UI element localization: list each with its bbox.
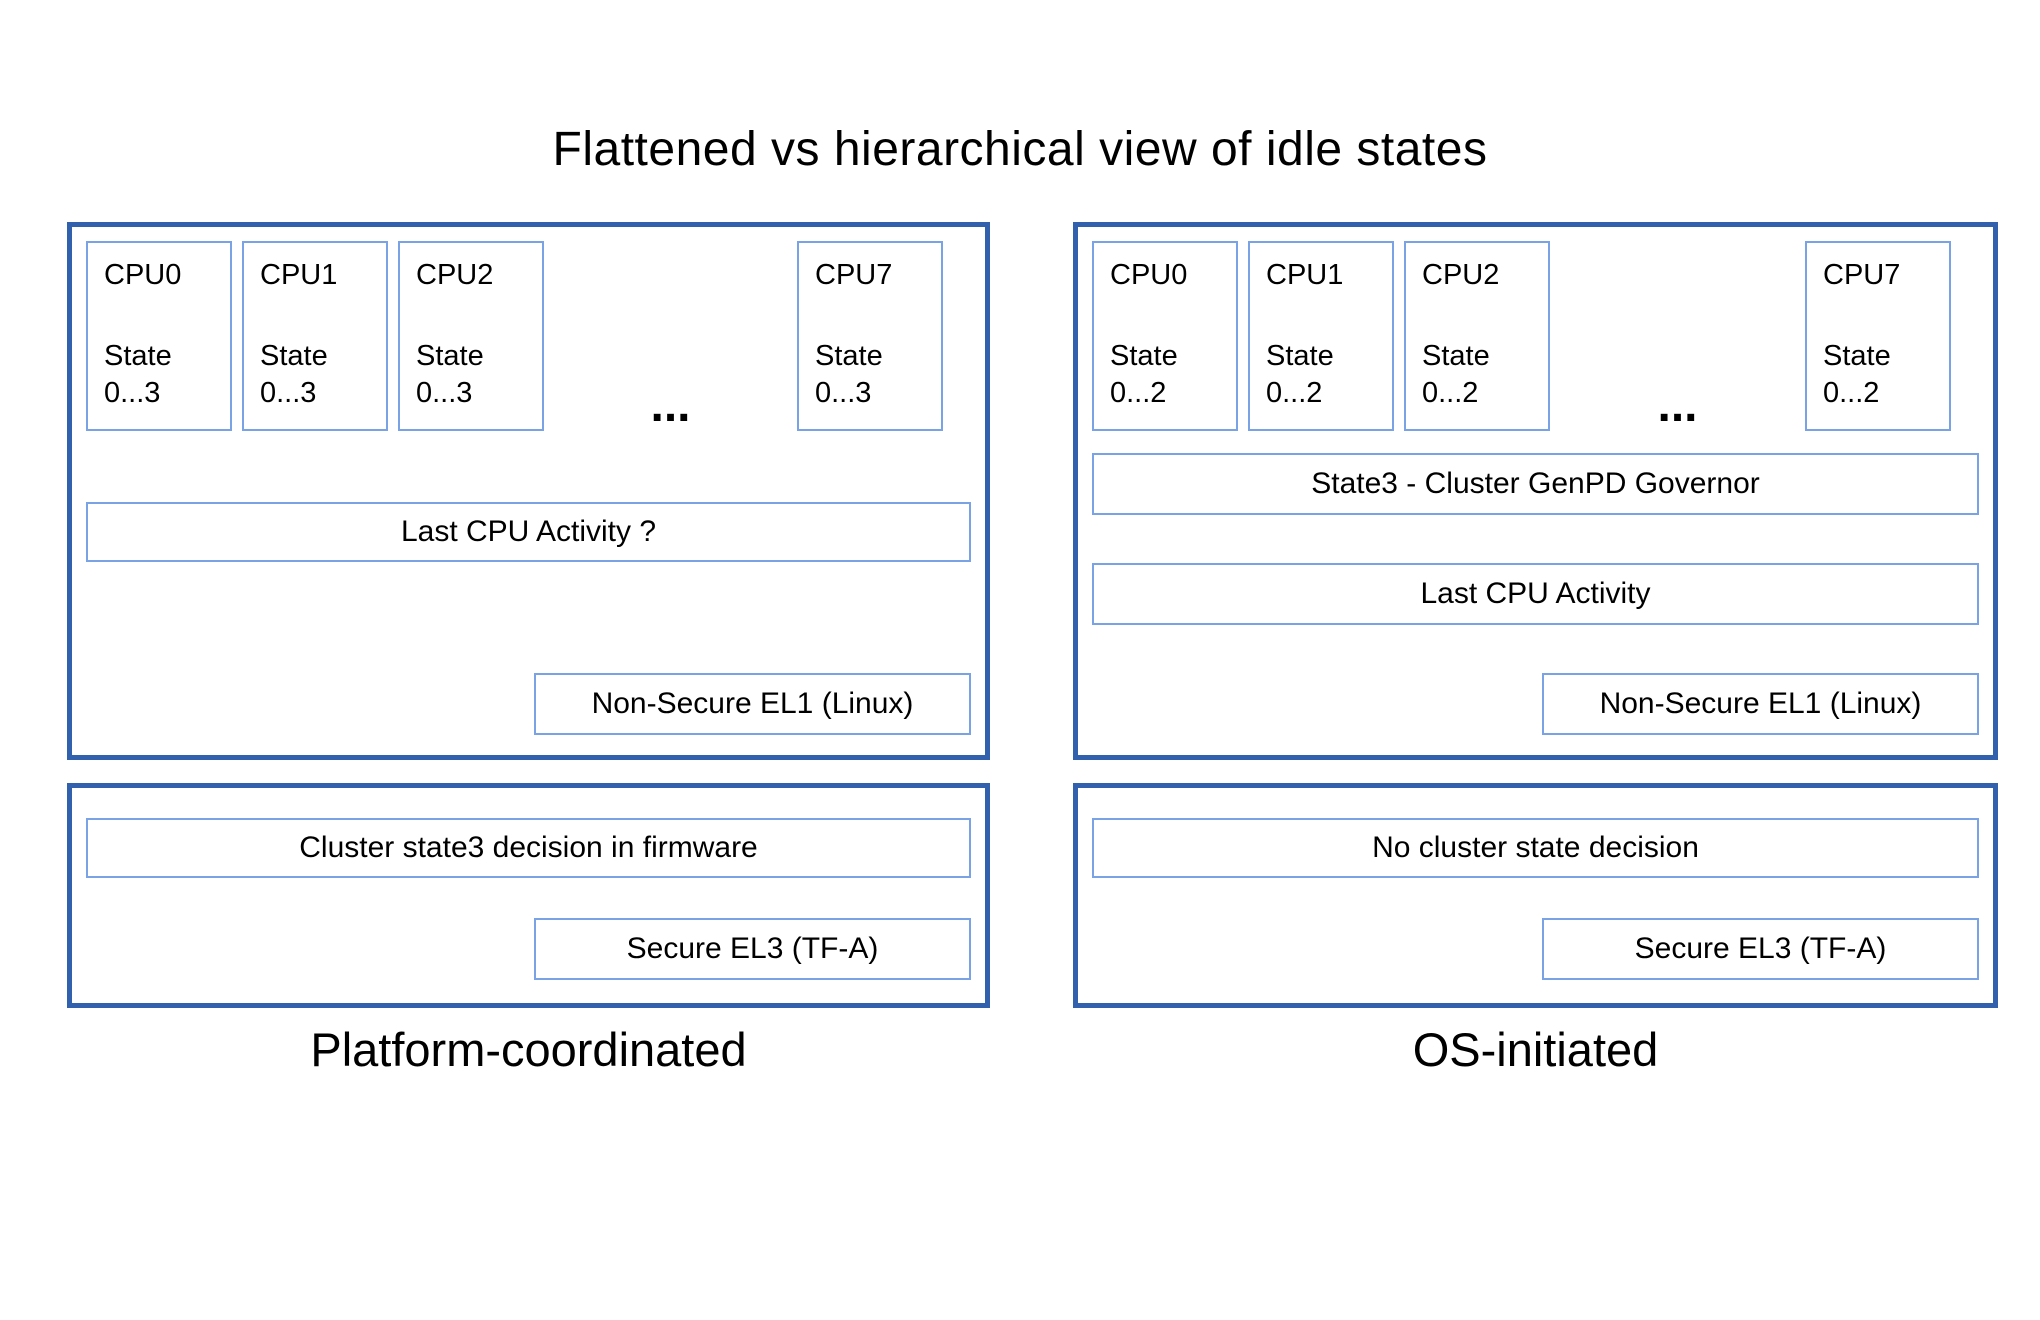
osi-cluster-genpd-governor-box: State3 - Cluster GenPD Governor — [1092, 453, 1979, 515]
cpu-row-spacer — [953, 241, 971, 431]
cpu-state-range: 0...3 — [104, 377, 161, 410]
cpu-name: CPU1 — [260, 259, 338, 291]
osi-cpu0-card: CPU0 State 0...2 — [1092, 241, 1238, 431]
osi-nonsecure-el1-label-box: Non-Secure EL1 (Linux) — [1542, 673, 1979, 735]
cpu-state-label: State — [815, 339, 883, 372]
cpu-state-range: 0...2 — [1110, 377, 1167, 410]
cpu-state: State 0...3 — [104, 338, 214, 413]
cpu-state-label: State — [1422, 339, 1490, 372]
cpu-state-label: State — [1823, 339, 1891, 372]
platform-cpu1-card: CPU1 State 0...3 — [242, 241, 388, 431]
platform-last-cpu-activity-box: Last CPU Activity ? — [86, 502, 971, 562]
cpu-state-label: State — [1110, 339, 1178, 372]
platform-cpu7-card: CPU7 State 0...3 — [797, 241, 943, 431]
osi-secure-el3-panel: No cluster state decision Secure EL3 (TF… — [1073, 783, 1998, 1008]
cpu-state-label: State — [1266, 339, 1334, 372]
platform-cpu0-card: CPU0 State 0...3 — [86, 241, 232, 431]
cpu-name: CPU7 — [1823, 259, 1901, 291]
osi-no-cluster-decision-box: No cluster state decision — [1092, 818, 1979, 878]
osi-secure-el3-label-box: Secure EL3 (TF-A) — [1542, 918, 1979, 980]
cpu-name: CPU2 — [1422, 259, 1500, 291]
cpu-row-ellipsis: ... — [1657, 378, 1698, 432]
cpu-row-ellipsis: ... — [650, 378, 691, 432]
slide-title: Flattened vs hierarchical view of idle s… — [552, 123, 1488, 176]
cpu-state-range: 0...3 — [416, 377, 473, 410]
osi-cpu-row: CPU0 State 0...2 CPU1 State 0...2 CPU2 S… — [1092, 241, 1979, 431]
osi-last-cpu-activity-box: Last CPU Activity — [1092, 563, 1979, 625]
platform-cpu-row: CPU0 State 0...3 CPU1 State 0...3 CPU2 S… — [86, 241, 971, 431]
cpu-name: CPU1 — [1266, 259, 1344, 291]
osi-cpu2-card: CPU2 State 0...2 — [1404, 241, 1550, 431]
cpu-row-spacer — [1961, 241, 1979, 431]
osi-cpu7-card: CPU7 State 0...2 — [1805, 241, 1951, 431]
platform-nonsecure-el1-label-box: Non-Secure EL1 (Linux) — [534, 673, 971, 735]
platform-cluster-decision-box: Cluster state3 decision in firmware — [86, 818, 971, 878]
platform-cpu2-card: CPU2 State 0...3 — [398, 241, 544, 431]
osi-nonsecure-el1-panel: CPU0 State 0...2 CPU1 State 0...2 CPU2 S… — [1073, 222, 1998, 760]
cpu-name: CPU0 — [104, 259, 182, 291]
cpu-state: State 0...2 — [1266, 338, 1376, 413]
caption-platform-coordinated: Platform-coordinated — [310, 1023, 747, 1076]
platform-nonsecure-el1-panel: CPU0 State 0...3 CPU1 State 0...3 CPU2 S… — [67, 222, 990, 760]
cpu-state-label: State — [260, 339, 328, 372]
cpu-state-range: 0...2 — [1422, 377, 1479, 410]
cpu-state-range: 0...3 — [260, 377, 317, 410]
caption-os-initiated: OS-initiated — [1412, 1023, 1659, 1076]
cpu-name: CPU0 — [1110, 259, 1188, 291]
cpu-state: State 0...2 — [1422, 338, 1532, 413]
cpu-state: State 0...2 — [1110, 338, 1220, 413]
cpu-state-range: 0...3 — [815, 377, 872, 410]
cpu-name: CPU2 — [416, 259, 494, 291]
osi-cpu1-card: CPU1 State 0...2 — [1248, 241, 1394, 431]
cpu-state: State 0...3 — [260, 338, 370, 413]
platform-secure-el3-label-box: Secure EL3 (TF-A) — [534, 918, 971, 980]
platform-secure-el3-panel: Cluster state3 decision in firmware Secu… — [67, 783, 990, 1008]
cpu-state-range: 0...2 — [1823, 377, 1880, 410]
cpu-state: State 0...3 — [416, 338, 526, 413]
cpu-state: State 0...3 — [815, 338, 925, 413]
cpu-state-label: State — [104, 339, 172, 372]
cpu-state-label: State — [416, 339, 484, 372]
cpu-name: CPU7 — [815, 259, 893, 291]
cpu-state: State 0...2 — [1823, 338, 1933, 413]
cpu-state-range: 0...2 — [1266, 377, 1323, 410]
